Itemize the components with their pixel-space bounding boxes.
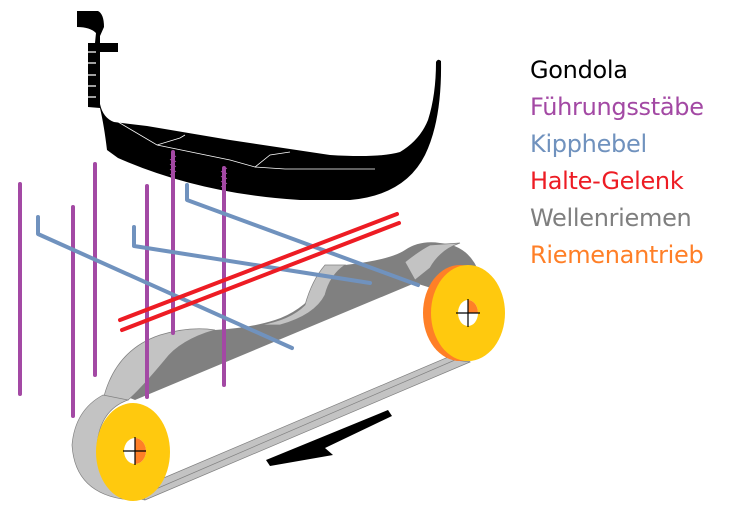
direction-arrow — [266, 410, 392, 466]
belt-top-light-3 — [404, 242, 461, 281]
tilt-lever — [132, 225, 372, 285]
belt-top-light-2 — [259, 264, 347, 326]
tilt-levers — [36, 183, 420, 350]
legend-tilt-levers: Kipphebel — [530, 130, 647, 158]
legend-holding-joint: Halte-Gelenk — [530, 167, 684, 195]
wave-belt — [71, 242, 480, 501]
holding-joint — [118, 212, 399, 322]
legend: Gondola Führungsstäbe Kipphebel Halte-Ge… — [530, 52, 704, 274]
legend-gondola: Gondola — [530, 56, 628, 84]
legend-belt-drive: Riemenantrieb — [530, 241, 704, 269]
left-pulley — [96, 403, 170, 501]
belt-top-dark — [130, 242, 480, 400]
right-pulley — [423, 265, 505, 361]
tilt-lever — [185, 183, 420, 287]
guide-rods — [18, 150, 226, 418]
holding-joints — [118, 212, 401, 332]
holding-joint — [120, 221, 401, 332]
legend-guide-rods: Führungsstäbe — [530, 93, 704, 121]
gondola — [77, 11, 442, 200]
tilt-lever — [36, 215, 294, 350]
legend-wave-belt: Wellenriemen — [530, 204, 692, 232]
